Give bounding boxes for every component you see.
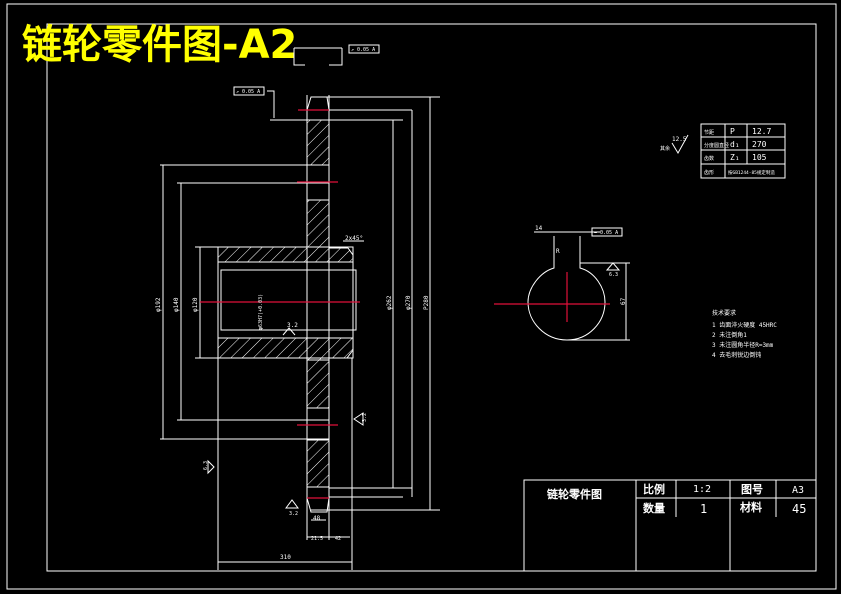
tech-req-item: 2 未注倒角1 — [712, 331, 747, 339]
param-value: 12.7 — [752, 127, 771, 136]
dim-21-5: 21.5 — [311, 536, 323, 542]
param-symbol: d₁ — [730, 140, 740, 149]
param-symbol: P — [730, 127, 735, 136]
dim-chamfer: 2x45° — [345, 235, 363, 242]
web-upper-hatch — [306, 119, 330, 166]
drawing-title: 链轮零件图-A2 — [22, 22, 297, 68]
technical-requirements: 技术要求 1 齿面淬火硬度 45HRC 2 未注倒角1 3 未注圆角半径R=3m… — [712, 309, 777, 359]
dim-p280: P280 — [423, 295, 430, 310]
roughness-face-right: 3.2 — [362, 413, 368, 422]
keyway-dim-depth: R — [556, 248, 560, 255]
tech-req-item: 1 齿面淬火硬度 45HRC — [712, 321, 777, 329]
web-lower2-hatch — [306, 439, 330, 488]
dim-phi262: φ262 — [386, 295, 393, 310]
keyway-roughness: 6.3 — [609, 272, 618, 278]
param-label: 节距 — [704, 130, 714, 136]
dim-phi140: φ140 — [173, 297, 180, 312]
dim-42: 42 — [335, 536, 341, 542]
param-symbol: Z₁ — [730, 153, 740, 162]
scale-value: 1:2 — [693, 484, 711, 495]
tech-req-item: 3 未注圆角半径R=3mm — [712, 341, 774, 349]
section-view: φ192 φ140 φ120 φ63H7(+0.03) φ262 φ270 P2… — [155, 44, 440, 570]
quantity-label: 数量 — [643, 501, 665, 515]
outer-frame — [6, 3, 837, 590]
material-label: 材料 — [740, 500, 762, 514]
roughness-face-left: 6.3 — [203, 461, 209, 470]
scale-label: 比例 — [643, 482, 665, 496]
part-name: 链轮零件图 — [547, 487, 602, 501]
dim-310: 310 — [280, 554, 291, 561]
dim-phi270: φ270 — [405, 295, 412, 310]
roughness-bore: 3.2 — [287, 322, 298, 329]
keyway-dim-14: 14 — [535, 225, 543, 232]
dim-bore: φ63H7(+0.03) — [258, 294, 264, 330]
param-value: 105 — [752, 153, 767, 162]
hub-upper-hatch — [217, 246, 354, 263]
title-block: 链轮零件图 比例 1:2 图号 A3 数量 1 材料 45 — [523, 479, 817, 572]
param-label: 分度圆直径 — [704, 142, 729, 149]
material-value: 45 — [792, 502, 806, 516]
dim-phi120: φ120 — [192, 297, 199, 312]
param-label: 齿数 — [704, 155, 714, 162]
keyway-view: = 0.05 A 14 R 67 6.3 — [494, 225, 630, 341]
param-value: 270 — [752, 140, 767, 149]
keyway-dim-67: 67 — [620, 297, 627, 305]
general-roughness: 12.5 其余 — [660, 134, 689, 154]
web-lower-hatch — [306, 357, 330, 409]
param-label: 齿形 — [704, 169, 714, 176]
dim-phi192: φ192 — [155, 297, 162, 312]
general-roughness-label: 其余 — [660, 145, 670, 152]
keyway-tolerance: = 0.05 A — [594, 230, 618, 236]
drawing-no-label: 图号 — [741, 483, 763, 496]
dim-48: 48 — [313, 515, 321, 522]
gdt-runout-left: ↗ 0.05 A — [236, 89, 260, 95]
drawing-no-value: A3 — [792, 485, 804, 496]
quantity-value: 1 — [700, 502, 707, 516]
hub-lower-hatch — [217, 337, 354, 361]
web-upper2-hatch — [306, 199, 330, 248]
general-roughness-value: 12.5 — [672, 136, 687, 143]
inner-frame — [46, 23, 817, 572]
tech-req-heading: 技术要求 — [712, 309, 736, 317]
tech-req-item: 4 去毛刺锐边倒钝 — [712, 351, 761, 359]
roughness-tooth: 3.2 — [289, 511, 298, 517]
param-value: 按GB1244-85规定制造 — [728, 169, 775, 176]
gdt-runout-top: ↗ 0.05 A — [351, 47, 375, 53]
